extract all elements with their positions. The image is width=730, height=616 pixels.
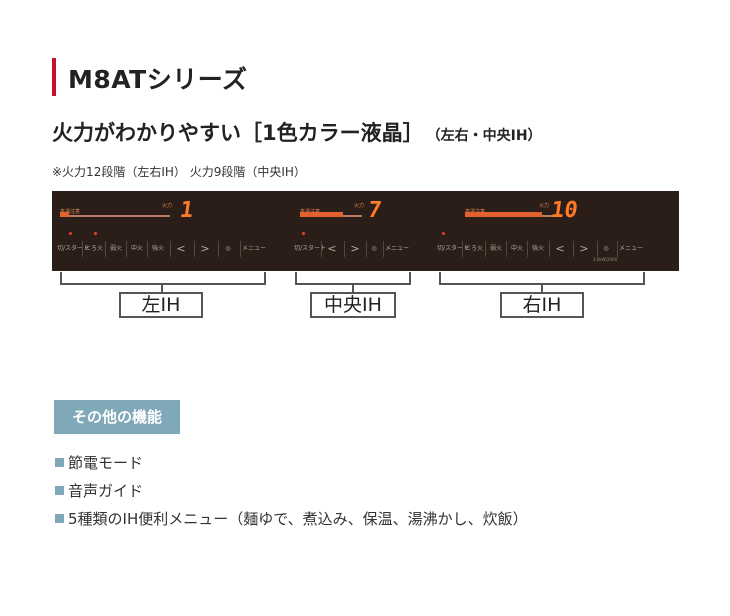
menu-button[interactable]: メニュー [240,241,267,257]
strong-heat-button[interactable]: 強火 [147,241,168,257]
timer-button[interactable]: ◎ [218,241,237,257]
heat-bar-fill [465,212,542,217]
wattage-label: 3.0kW/200V [593,257,618,262]
increase-button[interactable]: > [344,241,365,257]
zone-center-label: 中央IH [310,292,396,318]
bullet-square-icon [55,486,64,495]
decrease-button[interactable]: < [321,241,342,257]
decrease-button[interactable]: < [170,241,191,257]
increase-button[interactable]: > [194,241,215,257]
feature-item: 音声ガイド [55,480,143,501]
indicator-dot [69,232,72,235]
zone-left-stem [161,285,163,293]
tororobi-button[interactable]: とろ火 [462,241,485,257]
start-button[interactable]: 切/スタート [294,245,327,252]
feature-label: 節電モード [68,454,144,472]
heat-level-digit: 1 [178,198,196,223]
menu-button[interactable]: メニュー [617,241,644,257]
start-button[interactable]: 切/スタート [57,245,90,252]
heat-label: 火力 [354,203,365,209]
mid-heat-button[interactable]: 中火 [126,241,147,257]
decrease-button[interactable]: < [549,241,570,257]
indicator-dot [442,232,445,235]
power-levels-note: ※火力12段階（左右IH） 火力9段階（中央IH） [52,165,306,179]
feature-item: 節電モード [55,452,143,473]
zone-right-label: 右IH [500,292,584,318]
headline: 火力がわかりやすい［1色カラー液晶］ （左右・中央IH） [52,117,542,147]
zone-left-display: 高温注意 火力 1 切/スタート とろ火 弱火 中火 強火 < > ◎ メニュー [52,191,270,271]
heat-label: 火力 [162,203,173,209]
strong-heat-button[interactable]: 強火 [527,241,548,257]
mid-heat-button[interactable]: 中火 [506,241,527,257]
bullet-square-icon [55,514,64,523]
other-features-heading: その他の機能 [54,400,180,434]
caution-label: 高温注意 [60,209,81,215]
heat-bar-fill [300,212,343,217]
indicator-dot [94,232,97,235]
zone-center-stem [352,285,354,293]
headline-sub: （左右・中央IH） [433,128,542,144]
heat-label: 火力 [539,203,550,209]
heat-level-digit: 10 [549,198,580,223]
zone-center-bracket [295,272,411,285]
menu-button[interactable]: メニュー [383,241,410,257]
zone-left-bracket [60,272,266,285]
zone-center-display: 高温注意 火力 7 切/スタート < > ◎ メニュー [292,191,412,271]
control-panel: 高温注意 火力 1 切/スタート とろ火 弱火 中火 強火 < > ◎ メニュー… [52,191,679,271]
weak-heat-button[interactable]: 弱火 [485,241,506,257]
bullet-square-icon [55,458,64,467]
indicator-dot [302,232,305,235]
increase-button[interactable]: > [573,241,594,257]
heat-level-digit: 7 [366,198,384,223]
series-accent-bar [52,58,56,96]
timer-button[interactable]: ◎ [366,241,381,257]
heat-bar-fill [60,212,69,217]
feature-label: 音声ガイド [68,482,144,500]
timer-button[interactable]: ◎ [597,241,614,257]
heat-bar-track [60,215,170,217]
zone-right-display: 高温注意 火力 10 切/スタート とろ火 弱火 中火 強火 < > ◎ メニュ… [435,191,657,271]
zone-right-bracket [439,272,645,285]
zone-right-stem [541,285,543,293]
feature-item: 5種類のIH便利メニュー（麺ゆで、煮込み、保温、湯沸かし、炊飯） [55,508,528,529]
tororobi-button[interactable]: とろ火 [82,241,105,257]
start-button[interactable]: 切/スタート [437,245,470,252]
feature-label: 5種類のIH便利メニュー（麺ゆで、煮込み、保温、湯沸かし、炊飯） [68,510,528,528]
weak-heat-button[interactable]: 弱火 [105,241,126,257]
zone-left-label: 左IH [119,292,203,318]
headline-main: 火力がわかりやすい［1色カラー液晶］ [52,121,424,145]
series-title: M8ATシリーズ [68,65,248,94]
